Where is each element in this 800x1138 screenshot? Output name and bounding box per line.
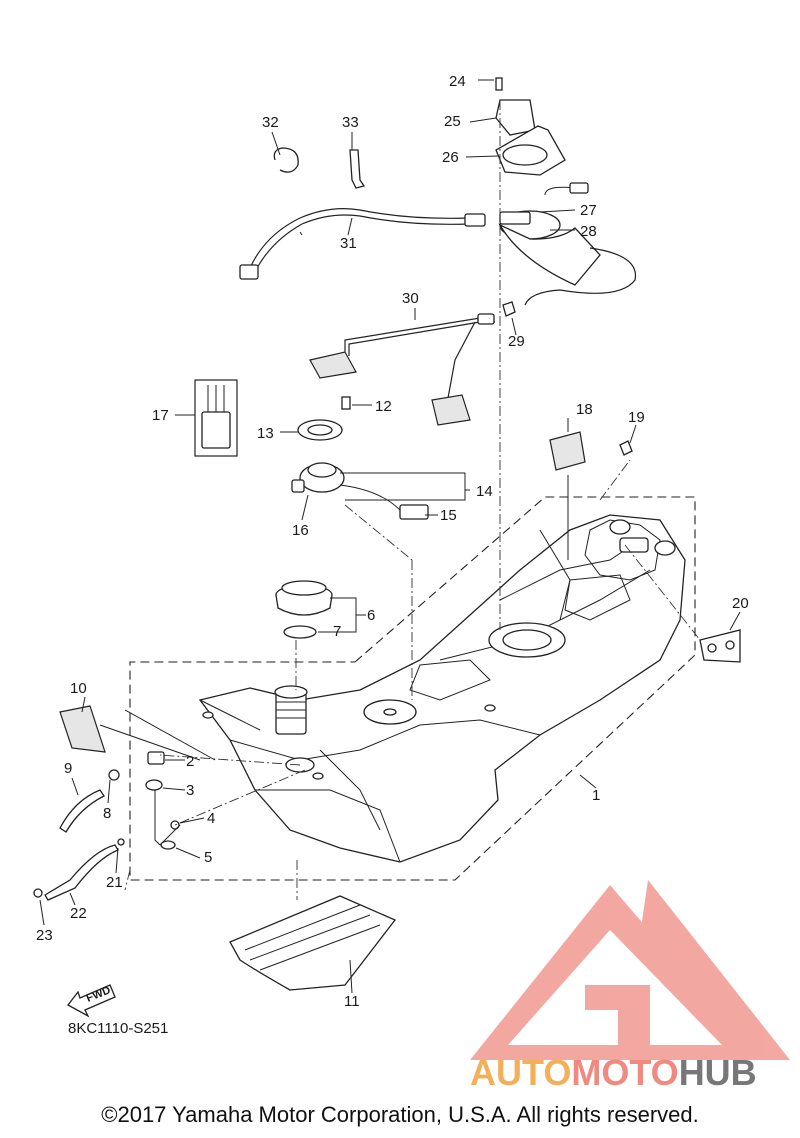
part-label-17: 17 [152,407,169,424]
wordmark-auto: AUTO [470,1052,572,1093]
fwd-arrow-icon [67,984,116,1018]
part-label-21: 21 [106,874,123,891]
part-label-14: 14 [476,483,493,500]
caution-label [59,705,106,753]
part-number-labels: 1 2 3 4 5 6 7 8 9 10 11 12 13 14 15 16 1… [36,73,749,1010]
part-label-22: 22 [70,905,87,922]
o-ring [283,625,317,639]
part-label-13: 13 [257,425,274,442]
hose-clamp [349,149,366,189]
part-label-3: 3 [186,782,194,799]
part-label-26: 26 [442,149,459,166]
wordmark-moto: MOTO [571,1052,679,1093]
part-label-23: 23 [36,927,53,944]
part-label-10: 10 [70,680,87,697]
fuel-cap [275,580,333,616]
copyright-notice: ©2017 Yamaha Motor Corporation, U.S.A. A… [101,1102,699,1127]
filler-neck [274,685,308,735]
part-label-5: 5 [204,849,212,866]
part-label-6: 6 [367,607,375,624]
heat-protector [549,431,586,471]
breather-pipe [309,313,496,426]
fuel-sender-assembly [291,396,429,520]
fuel-hose [239,208,486,280]
part-label-25: 25 [444,113,461,130]
drawing-code: 8KC1110-S251 [68,1020,168,1037]
part-label-2: 2 [186,753,194,770]
part-label-29: 29 [508,333,525,350]
bracket [699,629,741,663]
part-label-9: 9 [64,760,72,777]
part-label-12: 12 [375,398,392,415]
part-label-16: 16 [292,522,309,539]
part-label-24: 24 [449,73,466,90]
leader-lines [39,79,741,994]
automotohub-logo-mark [470,880,790,1060]
part-label-15: 15 [440,507,457,524]
part-label-19: 19 [628,409,645,426]
part-label-28: 28 [580,223,597,240]
valve-parts [33,751,180,901]
part-label-31: 31 [340,235,357,252]
wordmark-hub: HUB [678,1052,757,1093]
part-label-7: 7 [333,623,341,640]
part-label-32: 32 [262,114,279,131]
fuel-pump-assembly [495,77,637,317]
hose-clip [273,147,299,173]
part-label-20: 20 [732,595,749,612]
part-label-18: 18 [576,401,593,418]
relay-detail [194,379,238,457]
part-label-30: 30 [402,290,419,307]
owner-label-sheet [229,895,397,991]
part-label-11: 11 [344,993,360,1010]
part-label-4: 4 [207,810,215,827]
automotohub-wordmark: AUTOMOTOHUB [470,1052,757,1094]
part-label-27: 27 [580,202,597,219]
nut [619,440,633,456]
part-label-1: 1 [592,787,600,804]
part-label-8: 8 [103,805,111,822]
part-label-33: 33 [342,114,359,131]
fuel-tank-body [198,514,686,863]
